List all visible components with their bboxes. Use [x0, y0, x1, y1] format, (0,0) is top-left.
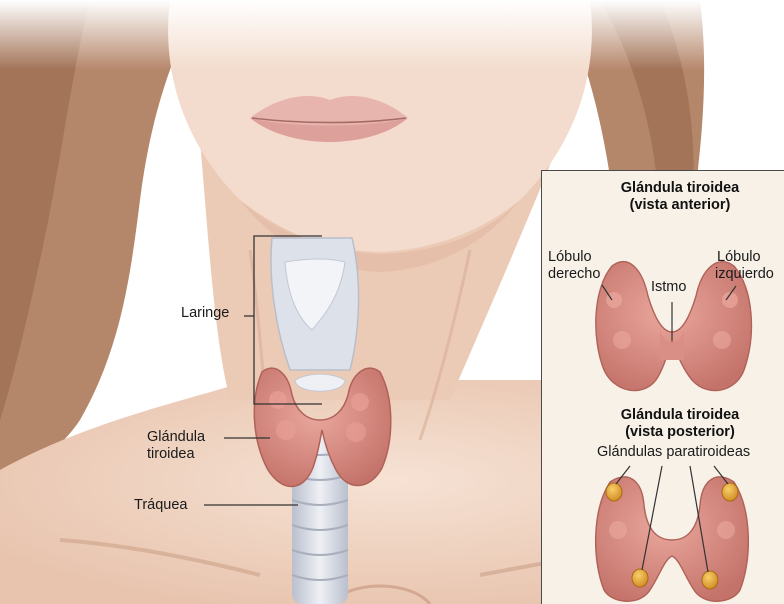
posterior-title-line2: (vista posterior)	[560, 424, 784, 441]
right-lobe-label-line2: derecho	[548, 266, 600, 283]
parathyroid-upper-right	[606, 483, 622, 501]
isthmus-label: Istmo	[651, 279, 686, 296]
right-lobe-label-line1: Lóbulo	[548, 249, 592, 266]
left-lobe-label-line2: izquierdo	[715, 266, 774, 283]
posterior-title-line1: Glándula tiroidea	[560, 407, 784, 424]
left-lobe-label-line1: Lóbulo	[717, 249, 761, 266]
anterior-title-line2: (vista anterior)	[560, 197, 784, 214]
anterior-title-line1: Glándula tiroidea	[560, 180, 784, 197]
parathyroid-lower-left	[702, 571, 718, 589]
parathyroid-label: Glándulas paratiroideas	[597, 444, 750, 461]
parathyroid-lower-right	[632, 569, 648, 587]
parathyroid-upper-left	[722, 483, 738, 501]
